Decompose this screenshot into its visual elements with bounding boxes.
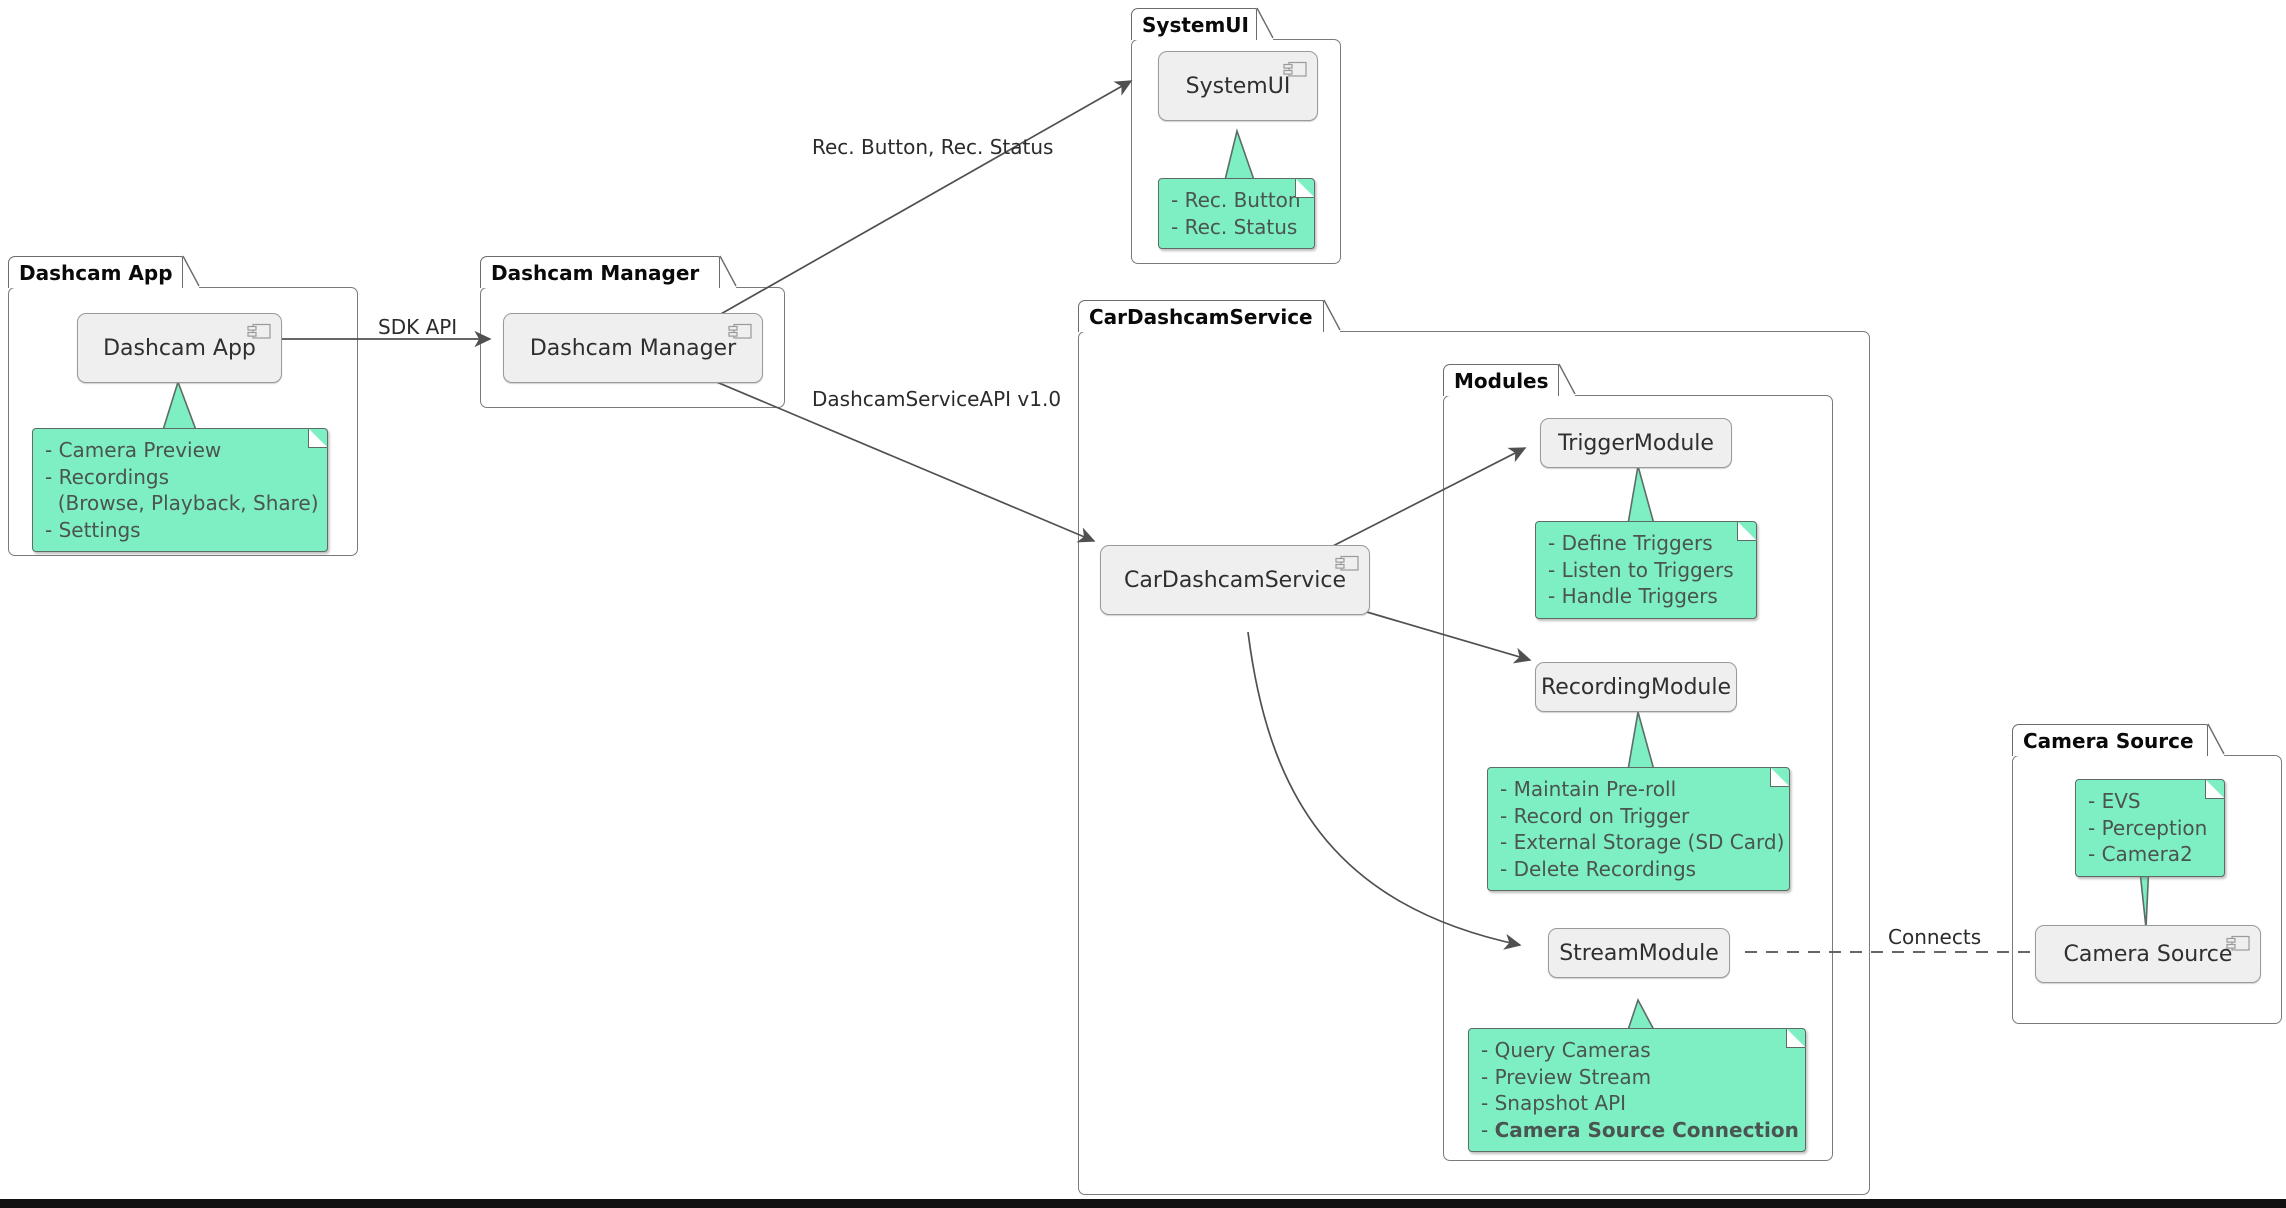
note-fold-corner xyxy=(1295,178,1315,198)
note-line: - EVS xyxy=(2088,789,2141,813)
note-line: - Record on Trigger xyxy=(1500,803,1690,828)
note-line: - Recordings xyxy=(45,464,170,489)
note-camera-source: - EVS - Perception - Camera2 xyxy=(2075,779,2225,877)
note-line: - Rec. Button xyxy=(1171,188,1301,212)
note-line: - Rec. Status xyxy=(1171,214,1298,239)
module-label: TriggerModule xyxy=(1558,430,1714,456)
package-title-camera-source: Camera Source xyxy=(2012,724,2208,756)
component-label: SystemUI xyxy=(1185,73,1291,99)
note-fold-corner xyxy=(1737,521,1757,541)
package-title-dashcam-manager: Dashcam Manager xyxy=(480,256,720,288)
note-line-dash: - xyxy=(1481,1117,1495,1142)
note-fold-corner xyxy=(1786,1028,1806,1048)
anchor-systemui-note xyxy=(1223,128,1256,181)
edge-service-to-trigger xyxy=(1326,447,1527,550)
package-tab-slant xyxy=(719,255,737,288)
component-dashcam-app[interactable]: Dashcam App xyxy=(77,313,282,383)
package-label: SystemUI xyxy=(1142,12,1249,37)
note-line: - Delete Recordings xyxy=(1500,856,1697,881)
note-fold-corner xyxy=(2205,779,2225,799)
module-label: RecordingModule xyxy=(1540,674,1732,700)
component-systemui[interactable]: SystemUI xyxy=(1158,51,1318,121)
edge-rec-button-status xyxy=(711,80,1133,320)
component-label: Dashcam Manager xyxy=(529,335,737,361)
module-label: StreamModule xyxy=(1559,940,1719,966)
note-fold-corner xyxy=(1770,767,1790,787)
module-recording[interactable]: RecordingModule xyxy=(1535,662,1737,712)
component-icon xyxy=(247,323,271,339)
package-title-systemui: SystemUI xyxy=(1131,8,1257,40)
edge-service-to-stream xyxy=(1247,631,1522,950)
note-stream-module: - Query Cameras - Preview Stream - Snaps… xyxy=(1468,1028,1806,1153)
edge-label-dashcamserviceapi: DashcamServiceAPI v1.0 xyxy=(812,387,1062,411)
anchor-stream-note xyxy=(1626,997,1656,1031)
package-label: CarDashcamService xyxy=(1089,304,1313,329)
component-camera-source[interactable]: Camera Source xyxy=(2035,925,2261,983)
anchor-trigger-note xyxy=(1627,465,1656,525)
note-line: - Settings xyxy=(45,517,141,542)
module-stream[interactable]: StreamModule xyxy=(1548,928,1730,978)
note-line: (Browse, Playback, Share) xyxy=(45,491,319,516)
package-label: Dashcam Manager xyxy=(491,260,700,285)
component-dashcam-manager[interactable]: Dashcam Manager xyxy=(503,313,763,383)
note-line: - Listen to Triggers xyxy=(1548,557,1734,582)
note-systemui: - Rec. Button - Rec. Status xyxy=(1158,178,1315,250)
note-line: - Define Triggers xyxy=(1548,531,1713,555)
component-label: CarDashcamService xyxy=(1123,567,1347,593)
component-icon xyxy=(1335,555,1359,571)
anchor-recording-note xyxy=(1627,711,1656,771)
note-line: - External Storage (SD Card) xyxy=(1500,830,1785,855)
window-bottom-border xyxy=(0,1199,2286,1208)
component-icon xyxy=(1283,61,1307,77)
note-line: - Camera2 xyxy=(2088,842,2193,867)
note-line-bold-wrap: - Camera Source Connection xyxy=(1481,1117,1799,1144)
anchor-dashcam-app-note xyxy=(161,379,198,431)
component-label: Dashcam App xyxy=(103,335,256,361)
package-tab-slant xyxy=(1558,363,1576,396)
note-recording-module: - Maintain Pre-roll - Record on Trigger … xyxy=(1487,767,1790,892)
module-trigger[interactable]: TriggerModule xyxy=(1540,418,1732,468)
note-line: - Query Cameras xyxy=(1481,1038,1651,1062)
package-title-dashcam-app: Dashcam App xyxy=(8,256,183,288)
package-label: Modules xyxy=(1454,368,1549,393)
package-tab-slant xyxy=(1323,299,1341,332)
edge-label-rec-button-status: Rec. Button, Rec. Status xyxy=(812,135,1054,159)
note-line: - Maintain Pre-roll xyxy=(1500,777,1677,801)
package-tab-slant xyxy=(1256,7,1274,40)
component-icon xyxy=(2226,935,2250,951)
note-line: - Camera Preview xyxy=(45,438,222,462)
package-label: Camera Source xyxy=(2023,728,2194,753)
component-cardashcamservice[interactable]: CarDashcamService xyxy=(1100,545,1370,615)
note-dashcam-app: - Camera Preview - Recordings (Browse, P… xyxy=(32,428,328,553)
note-line: - Handle Triggers xyxy=(1548,584,1718,609)
package-title-modules: Modules xyxy=(1443,364,1559,396)
package-tab-slant xyxy=(182,255,200,288)
edge-label-connects: Connects xyxy=(1888,925,1982,949)
note-line: - Perception xyxy=(2088,815,2208,840)
package-tab-slant xyxy=(2207,723,2225,756)
note-trigger-module: - Define Triggers - Listen to Triggers -… xyxy=(1535,521,1757,619)
component-label: Camera Source xyxy=(2063,941,2233,967)
note-line-bold: Camera Source Connection xyxy=(1494,1117,1799,1142)
package-title-cardashcamservice: CarDashcamService xyxy=(1078,300,1324,332)
note-line: - Preview Stream xyxy=(1481,1064,1652,1089)
note-fold-corner xyxy=(308,428,328,448)
edge-label-sdk-api: SDK API xyxy=(378,315,458,339)
package-label: Dashcam App xyxy=(19,260,173,285)
component-icon xyxy=(728,323,752,339)
note-line: - Snapshot API xyxy=(1481,1091,1627,1116)
edge-dashcamserviceapi xyxy=(699,374,1096,543)
edge-service-to-recording xyxy=(1359,609,1532,664)
